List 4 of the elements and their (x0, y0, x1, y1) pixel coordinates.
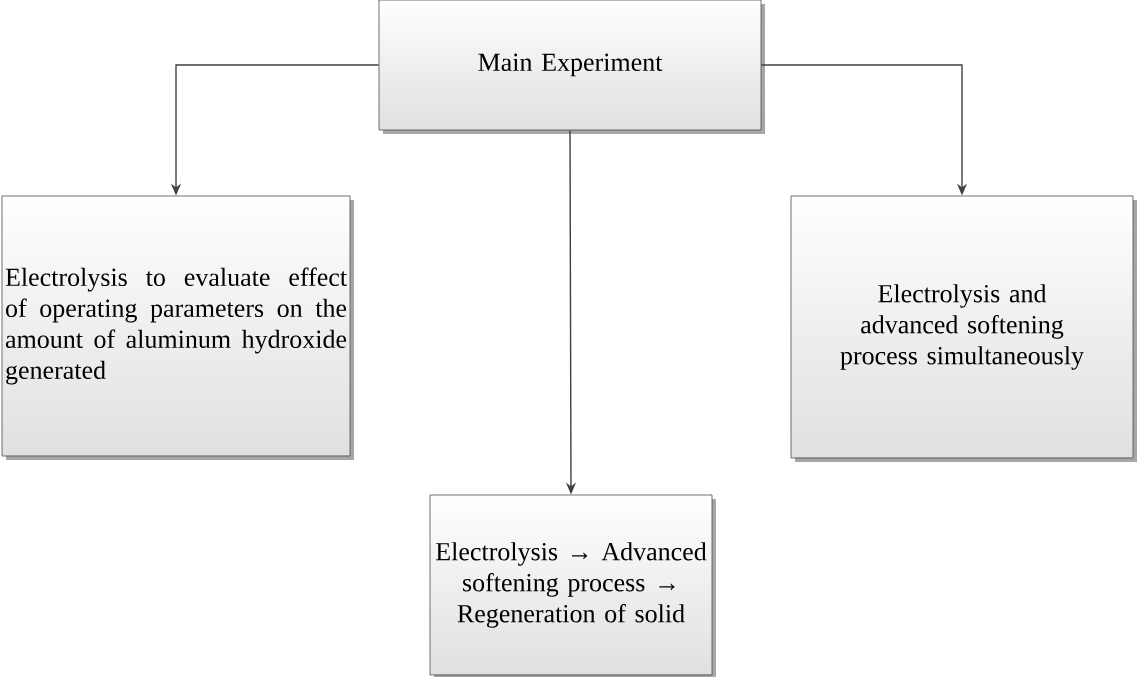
text-box: Electrolysis and advanced softening process simultaneously (790, 195, 1137, 462)
text-box: Main Experiment (378, 0, 765, 134)
text-box: Electrolysis to evaluate effect of operating parameters on the amount of aluminum hydroxide generated (1, 195, 354, 460)
text-box: Electrolysis → Advanced softening process → Regeneration of solid (429, 494, 716, 677)
